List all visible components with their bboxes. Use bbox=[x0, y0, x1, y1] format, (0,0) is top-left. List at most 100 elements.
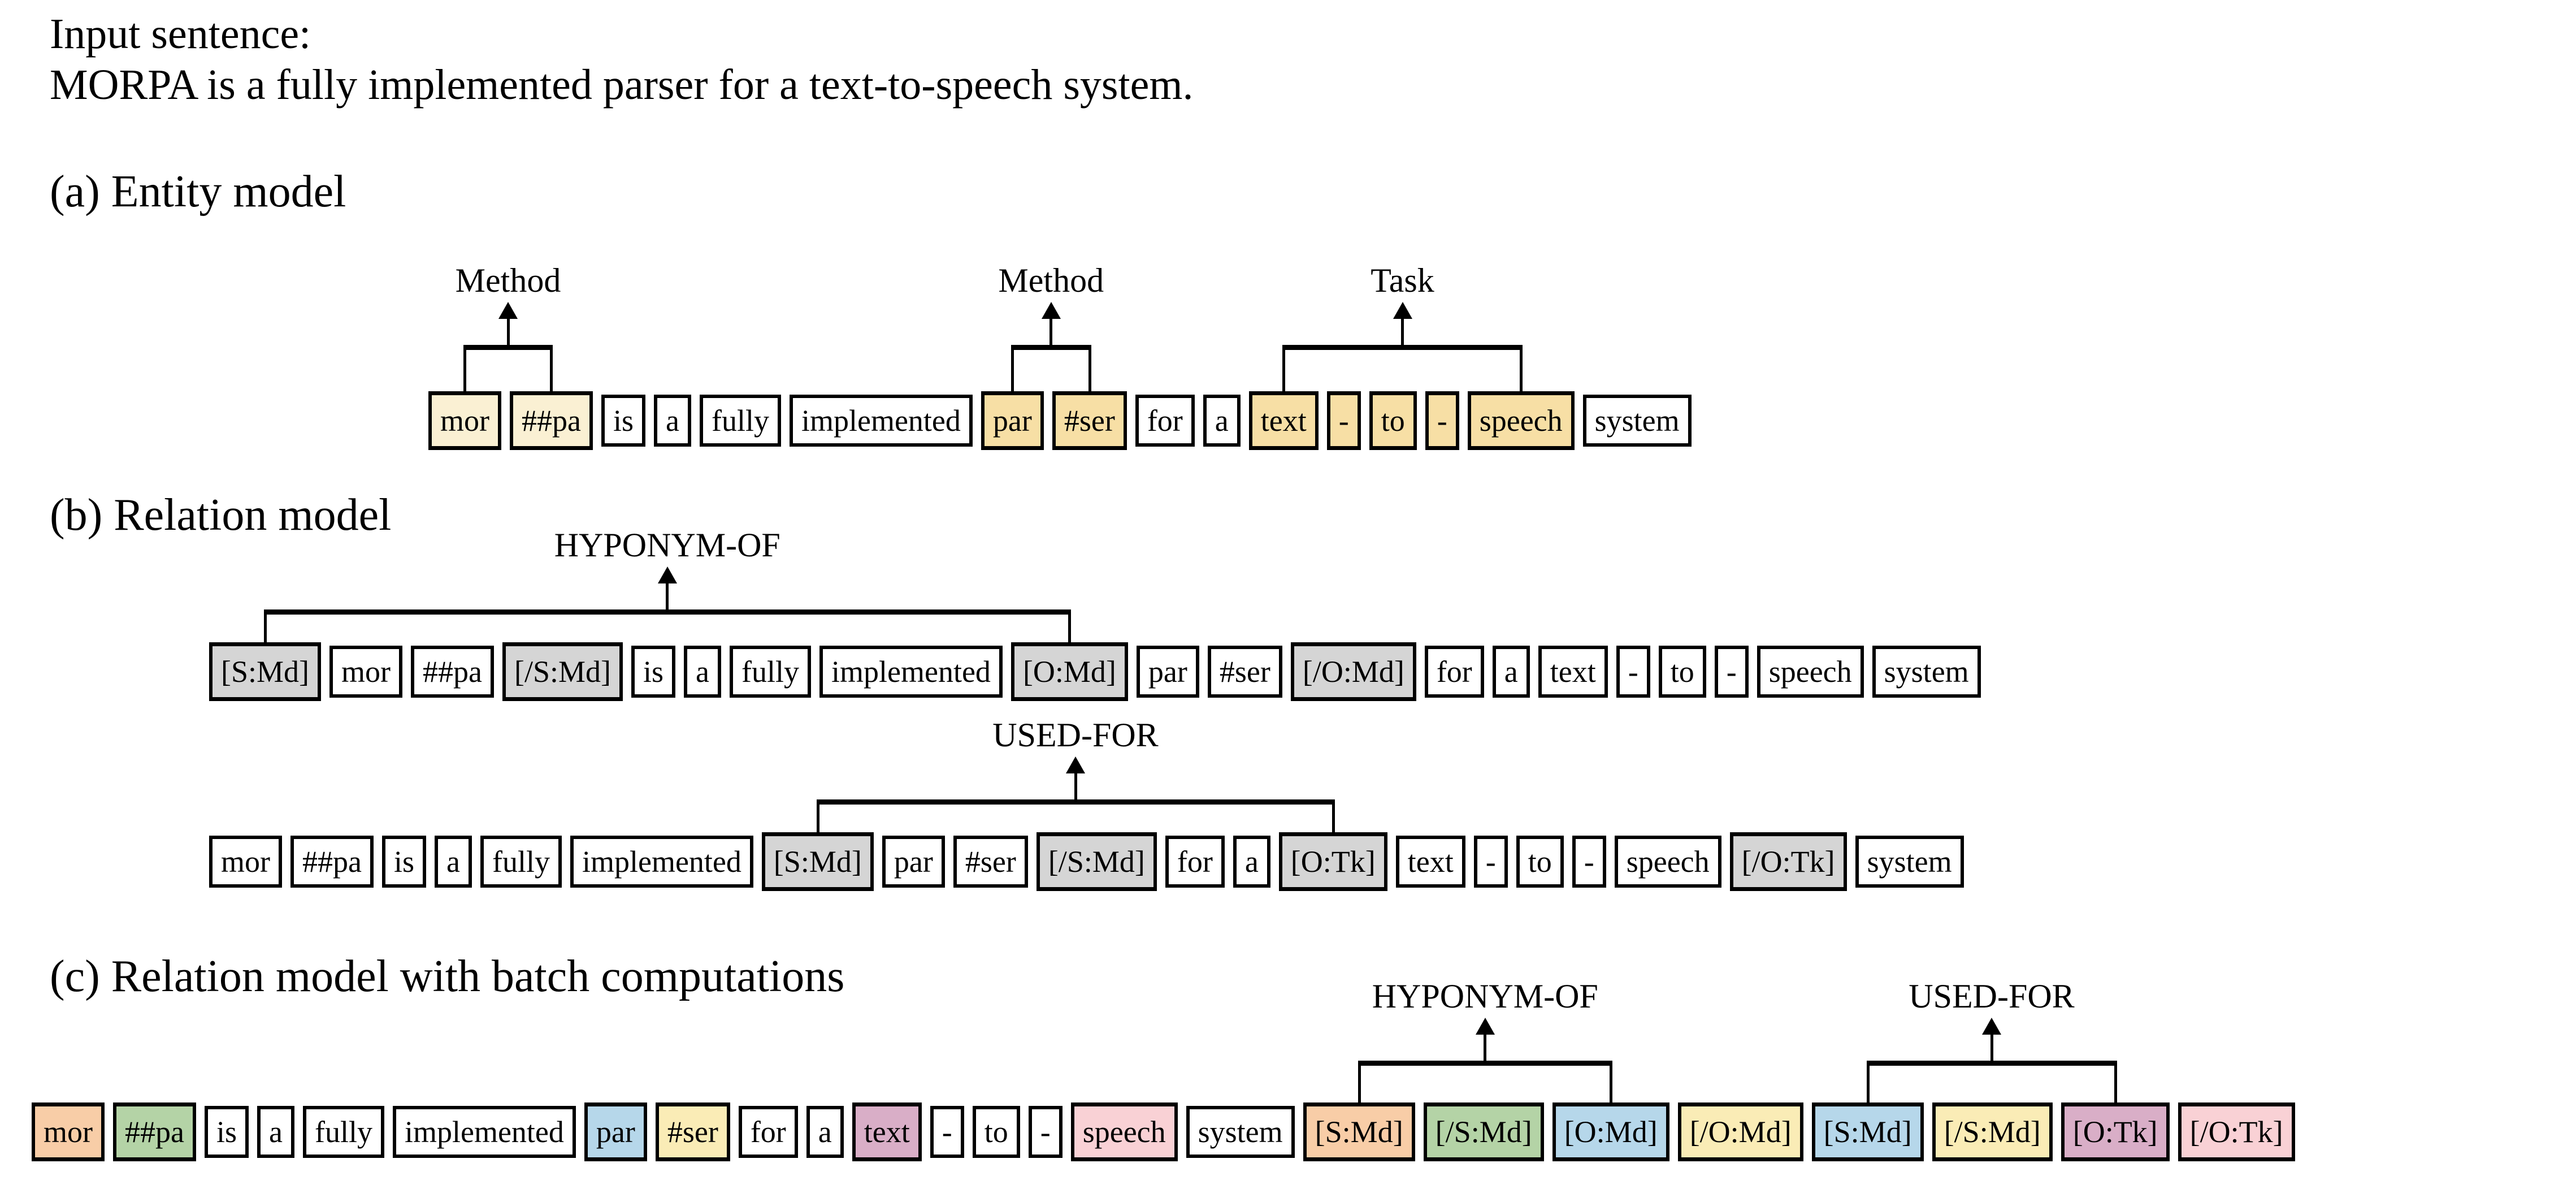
token-otk: [O:Tk] bbox=[1278, 832, 1387, 891]
token-par: par bbox=[584, 1102, 647, 1161]
token-omd: [O:Md] bbox=[1011, 642, 1128, 701]
token-omd: [O:Md] bbox=[1552, 1102, 1669, 1161]
token-smd: [S:Md] bbox=[1303, 1102, 1415, 1161]
token-a: a bbox=[257, 1106, 294, 1158]
bracket-line bbox=[1866, 1061, 2117, 1066]
token-is: is bbox=[204, 1106, 249, 1158]
token-speech: speech bbox=[1467, 391, 1575, 450]
token-system: system bbox=[1186, 1106, 1295, 1158]
section-c-title: (c) Relation model with batch computatio… bbox=[50, 952, 845, 1001]
section-b-title: (b) Relation model bbox=[50, 490, 392, 540]
token-text: text bbox=[1395, 836, 1465, 888]
token-implemented: implemented bbox=[392, 1106, 576, 1158]
token-to: to bbox=[1658, 646, 1706, 698]
token-fully: fully bbox=[302, 1106, 384, 1158]
token-pa: ##pa bbox=[411, 646, 494, 698]
bracket-drop-right bbox=[1610, 1066, 1612, 1105]
token-ser: #ser bbox=[655, 1102, 730, 1161]
token-is: is bbox=[631, 646, 676, 698]
token-par: par bbox=[882, 836, 945, 888]
token-mor: mor bbox=[209, 836, 282, 888]
bracket-drop-right bbox=[1520, 350, 1523, 394]
arrow-shaft bbox=[666, 583, 669, 609]
token-hyphen: - bbox=[1473, 836, 1508, 888]
arrow-shaft bbox=[1401, 319, 1404, 345]
token-a: a bbox=[1233, 836, 1270, 888]
token-smd: [/S:Md] bbox=[1423, 1102, 1544, 1161]
token-for: for bbox=[1424, 646, 1484, 698]
token-omd: [/O:Md] bbox=[1677, 1102, 1803, 1161]
token-is: is bbox=[601, 395, 645, 447]
bracket-line bbox=[1011, 345, 1091, 350]
token-omd: [/O:Md] bbox=[1290, 642, 1416, 701]
annotation-label: USED-FOR bbox=[1909, 978, 2075, 1015]
arrow-shaft bbox=[1050, 319, 1053, 345]
token-mor: mor bbox=[428, 391, 501, 450]
token-a: a bbox=[684, 646, 722, 698]
annotation-label: HYPONYM-OF bbox=[1372, 978, 1598, 1015]
token-hyphen: - bbox=[930, 1106, 964, 1158]
bracket-line bbox=[263, 609, 1071, 615]
annotation-label: HYPONYM-OF bbox=[554, 526, 780, 564]
token-ser: #ser bbox=[1207, 646, 1282, 698]
token-to: to bbox=[1369, 391, 1417, 450]
arrow-shaft bbox=[1990, 1035, 1993, 1061]
token-hyphen: - bbox=[1714, 646, 1749, 698]
arrow-head-icon bbox=[1982, 1018, 2001, 1035]
bracket-drop-left bbox=[1282, 350, 1285, 394]
token-system: system bbox=[1872, 646, 1981, 698]
token-pa: ##pa bbox=[290, 836, 374, 888]
arrow-head-icon bbox=[1393, 302, 1412, 319]
token-speech: speech bbox=[1757, 646, 1864, 698]
annotation-label: Method bbox=[455, 262, 561, 299]
token-hyphen: - bbox=[1425, 391, 1459, 450]
token-implemented: implemented bbox=[570, 836, 753, 888]
token-smd: [/S:Md] bbox=[502, 642, 623, 701]
token-is: is bbox=[381, 836, 426, 888]
input-sentence-text: MORPA is a fully implemented parser for … bbox=[50, 61, 1194, 109]
token-implemented: implemented bbox=[819, 646, 1003, 698]
token-otk: [/O:Tk] bbox=[2178, 1102, 2295, 1161]
token-for: for bbox=[738, 1106, 798, 1158]
section-a-title: (a) Entity model bbox=[50, 167, 346, 217]
token-hyphen: - bbox=[1028, 1106, 1063, 1158]
bracket-drop-right bbox=[2114, 1066, 2117, 1105]
token-text: text bbox=[852, 1102, 922, 1161]
token-otk: [/O:Tk] bbox=[1729, 832, 1847, 891]
bracket-drop-left bbox=[1358, 1066, 1361, 1105]
token-hyphen: - bbox=[1326, 391, 1361, 450]
token-system: system bbox=[1855, 836, 1964, 888]
annotation-label: Task bbox=[1371, 262, 1434, 299]
token-smd: [/S:Md] bbox=[1036, 832, 1157, 891]
arrow-head-icon bbox=[498, 302, 518, 319]
token-ser: #ser bbox=[953, 836, 1028, 888]
bracket-line bbox=[1358, 1061, 1612, 1066]
token-smd: [S:Md] bbox=[209, 642, 322, 701]
token-hyphen: - bbox=[1572, 836, 1606, 888]
bracket-drop-left bbox=[1866, 1066, 1870, 1105]
token-par: par bbox=[981, 391, 1044, 450]
token-hyphen: - bbox=[1616, 646, 1650, 698]
bracket-drop-left bbox=[463, 350, 466, 394]
token-speech: speech bbox=[1070, 1102, 1178, 1161]
token-for: for bbox=[1135, 395, 1195, 447]
token-pa: ##pa bbox=[510, 391, 593, 450]
token-a: a bbox=[1492, 646, 1530, 698]
arrow-head-icon bbox=[1066, 756, 1085, 773]
token-mor: mor bbox=[32, 1102, 105, 1161]
arrow-shaft bbox=[1484, 1035, 1487, 1061]
token-a: a bbox=[1203, 395, 1241, 447]
annotation-label: USED-FOR bbox=[992, 716, 1159, 754]
token-to: to bbox=[1516, 836, 1564, 888]
token-smd: [S:Md] bbox=[1811, 1102, 1924, 1161]
token-ser: #ser bbox=[1052, 391, 1127, 450]
token-fully: fully bbox=[480, 836, 562, 888]
token-a: a bbox=[654, 395, 691, 447]
bracket-line bbox=[463, 345, 553, 350]
